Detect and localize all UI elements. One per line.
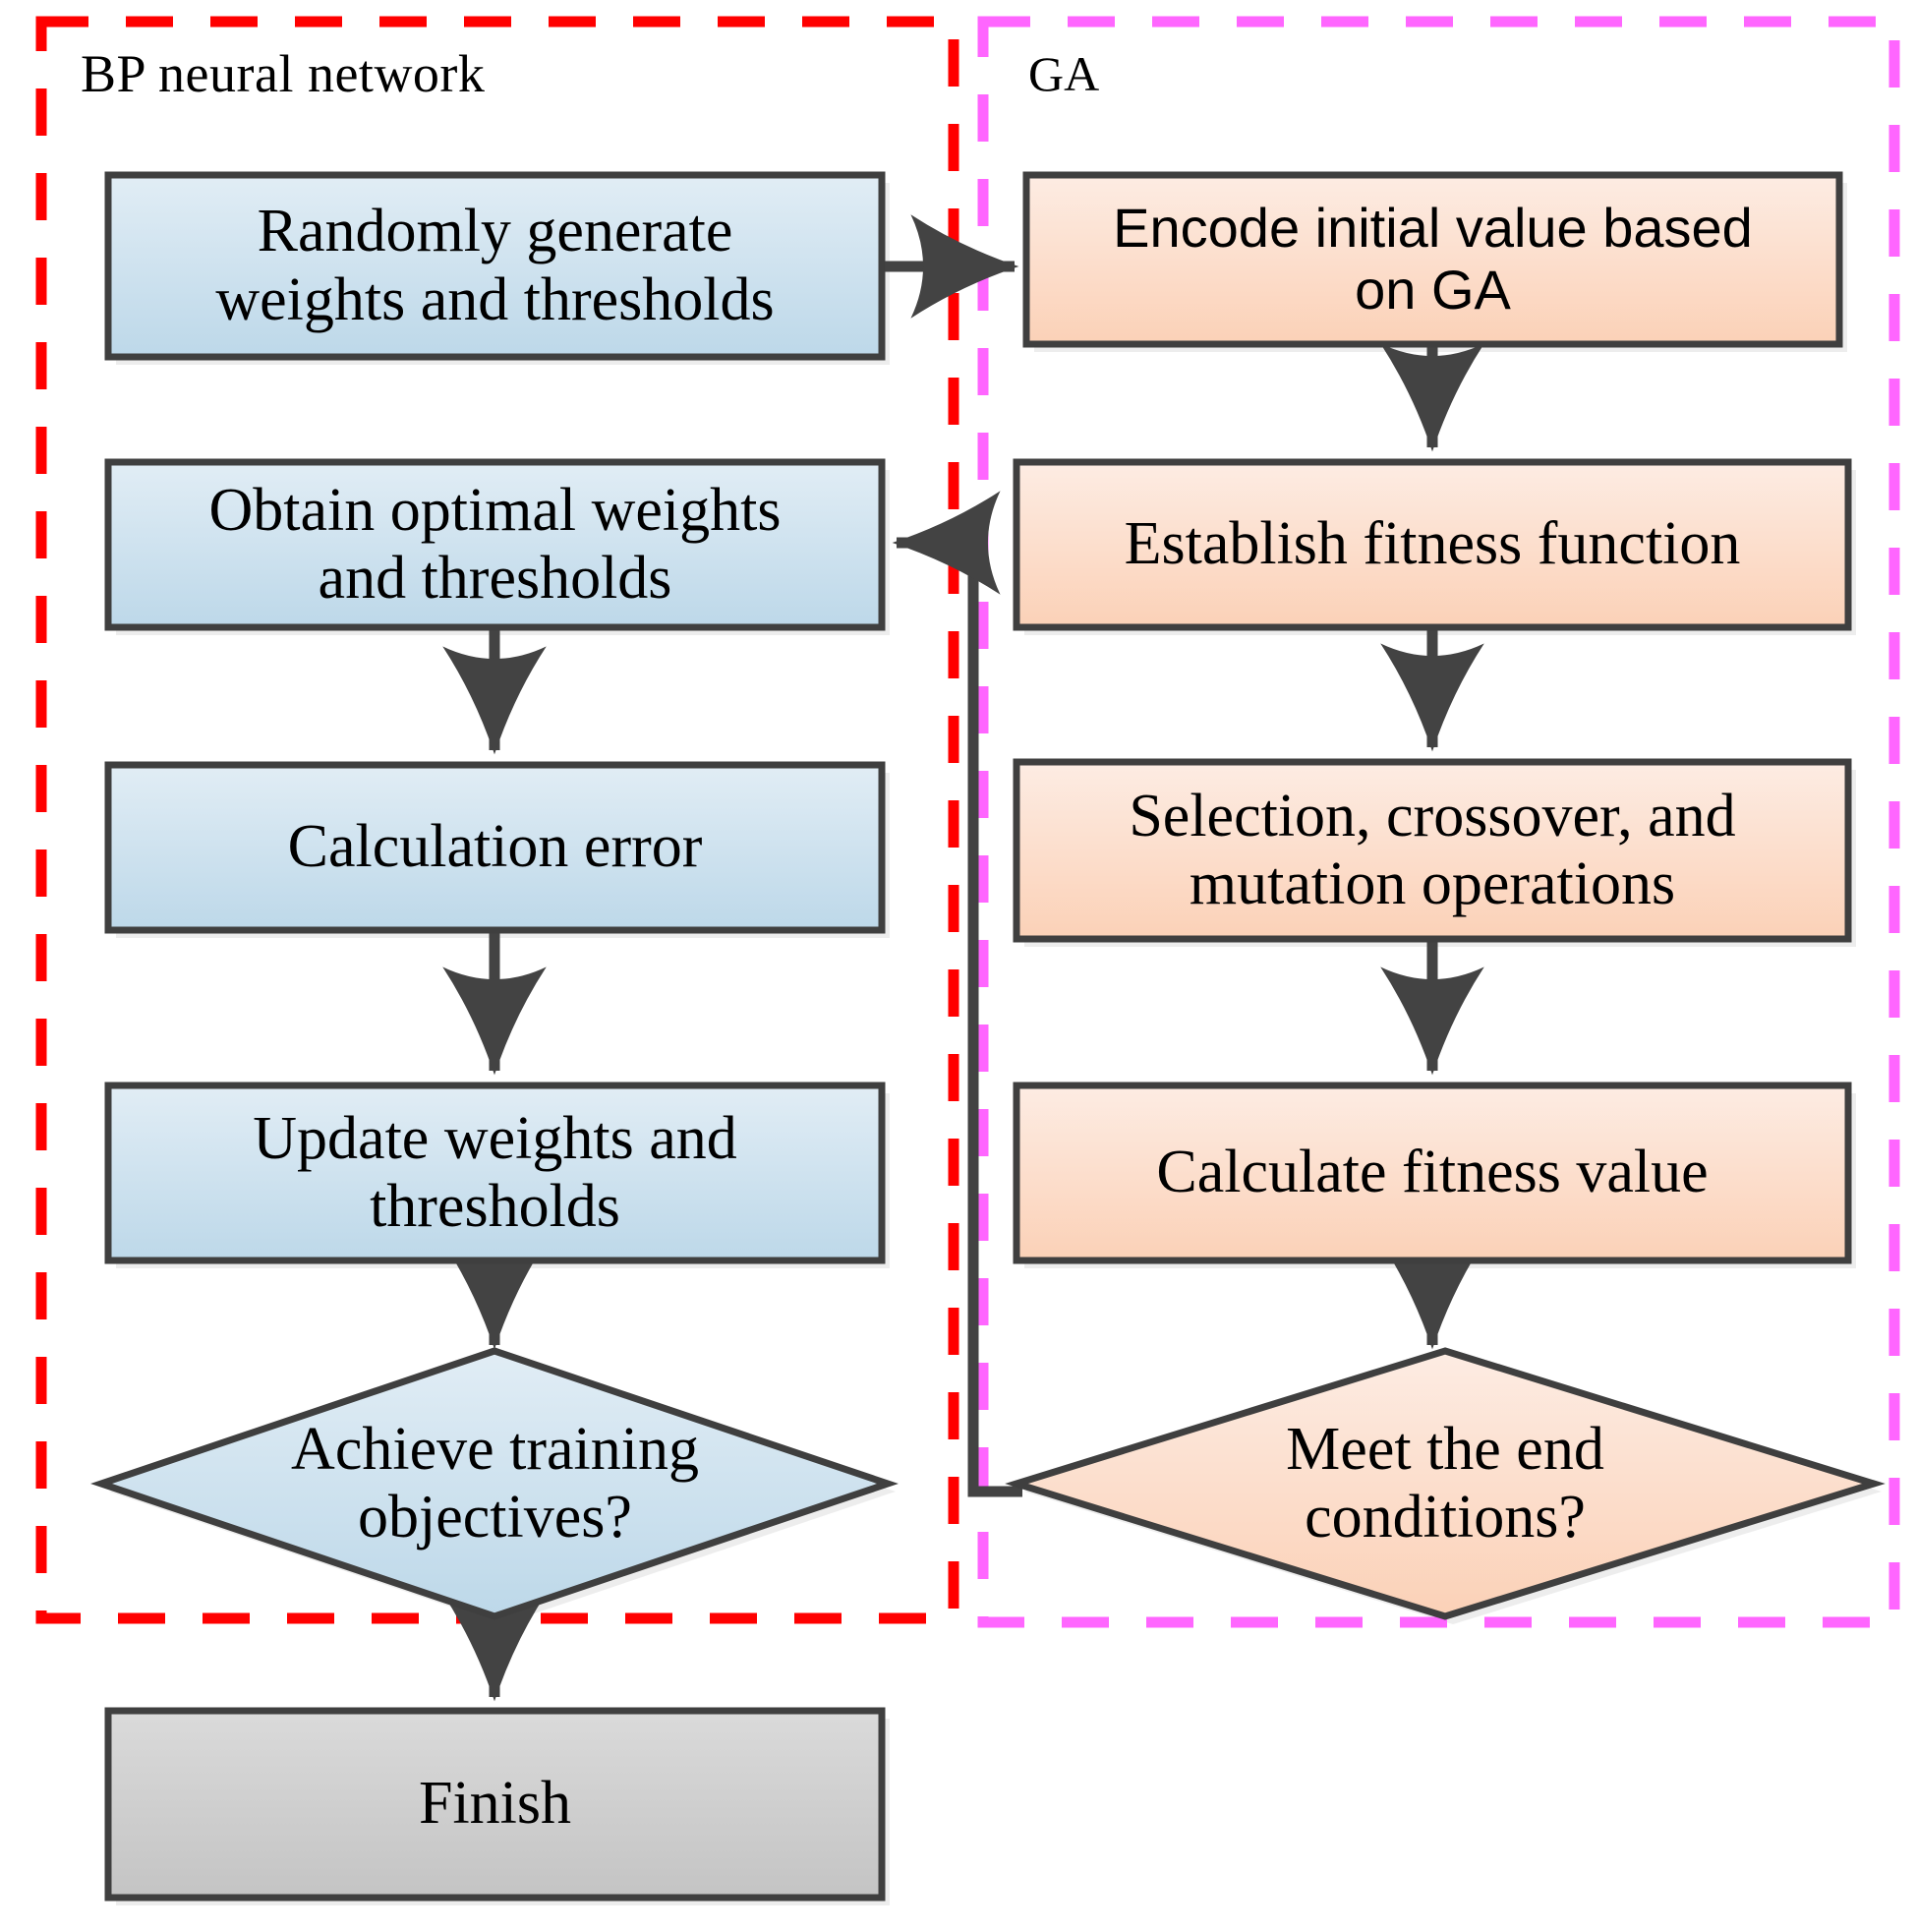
hit-selection-crossover[interactable]	[1016, 762, 1848, 939]
ga-group-label: GA	[1028, 46, 1100, 101]
node-meet-end-conditions[interactable]	[1005, 1347, 1886, 1620]
node-calculate-fitness[interactable]	[1013, 1082, 1852, 1264]
ga-shapes	[1005, 171, 1886, 1620]
hit-calculate-fitness[interactable]	[1016, 1085, 1848, 1260]
hit-calculation-error[interactable]	[108, 765, 882, 930]
bp-shapes	[90, 171, 899, 1902]
node-encode-initial[interactable]	[1022, 171, 1843, 348]
node-update-weights[interactable]	[104, 1082, 886, 1264]
hit-obtain-optimal[interactable]	[108, 462, 882, 627]
node-achieve-training[interactable]	[90, 1347, 899, 1620]
node-obtain-optimal[interactable]	[104, 458, 886, 631]
hit-establish-fitness[interactable]	[1016, 462, 1848, 627]
hit-meet-end-conditions[interactable]	[1016, 1351, 1874, 1616]
node-selection-crossover[interactable]	[1013, 758, 1852, 943]
hit-update-weights[interactable]	[108, 1085, 882, 1260]
hit-achieve-training[interactable]	[101, 1351, 888, 1616]
ga-group-border	[977, 16, 1900, 1628]
hit-encode-initial[interactable]	[1026, 175, 1839, 344]
node-finish[interactable]	[104, 1707, 886, 1902]
hit-finish[interactable]	[108, 1711, 882, 1898]
flow-edges	[442, 214, 1484, 1702]
hit-randomly-generate[interactable]	[108, 175, 882, 357]
edge-meet-to-obtain	[892, 491, 1022, 1497]
shape-shadows	[109, 183, 1882, 1905]
node-calculation-error[interactable]	[104, 761, 886, 934]
bp-group-label: BP neural network	[81, 44, 486, 103]
node-randomly-generate[interactable]	[104, 171, 886, 361]
node-establish-fitness[interactable]	[1013, 458, 1852, 631]
